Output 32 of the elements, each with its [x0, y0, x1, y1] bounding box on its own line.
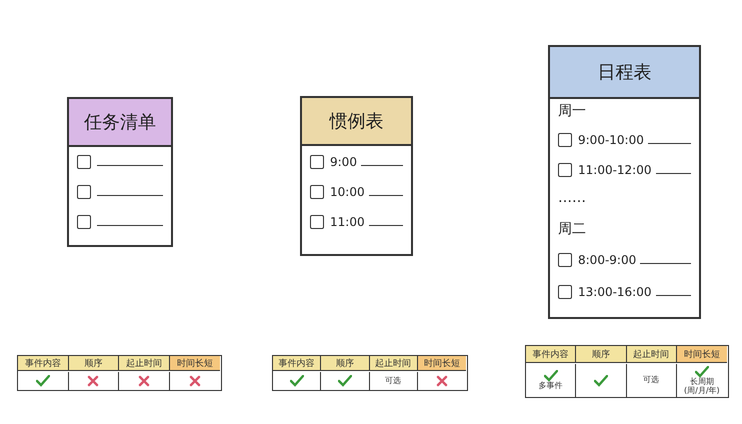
day-heading: 周一: [558, 102, 586, 120]
checklist-card: [67, 97, 173, 247]
column-header: 起止时间: [375, 358, 412, 370]
column-header: 起止时间: [126, 358, 162, 370]
checklist-card: [548, 45, 701, 319]
column-header: 起止时间: [633, 348, 670, 360]
cell-text: 可选: [385, 376, 402, 386]
column-header: 时间长短: [684, 348, 720, 360]
time-slot: 9:00-10:00: [578, 133, 644, 147]
column-header: 顺序: [336, 358, 354, 370]
ellipsis: ……: [558, 190, 586, 206]
time-slot: 9:00: [330, 155, 357, 169]
cell-text: 长周期 (周/月/年): [683, 378, 721, 396]
checklist-card: [300, 96, 413, 256]
card-title: 惯例表: [330, 110, 384, 133]
column-header: 事件内容: [532, 348, 569, 360]
column-header: 事件内容: [278, 358, 315, 370]
column-header: 顺序: [84, 358, 102, 370]
cell-text: 多事件: [538, 382, 563, 391]
column-header: 顺序: [592, 348, 610, 360]
time-slot: 8:00-9:00: [578, 253, 636, 267]
time-slot: 13:00-16:00: [578, 285, 652, 299]
column-header: 时间长短: [176, 358, 213, 370]
cell-text: 可选: [643, 376, 660, 385]
column-header: 时间长短: [424, 358, 460, 370]
time-slot: 11:00-12:00: [578, 163, 652, 177]
card-title: 任务清单: [84, 111, 156, 134]
column-header: 事件内容: [24, 358, 61, 370]
time-slot: 11:00: [330, 215, 365, 229]
time-slot: 10:00: [330, 185, 365, 199]
day-heading: 周二: [558, 220, 586, 238]
card-title: 日程表: [598, 61, 652, 84]
